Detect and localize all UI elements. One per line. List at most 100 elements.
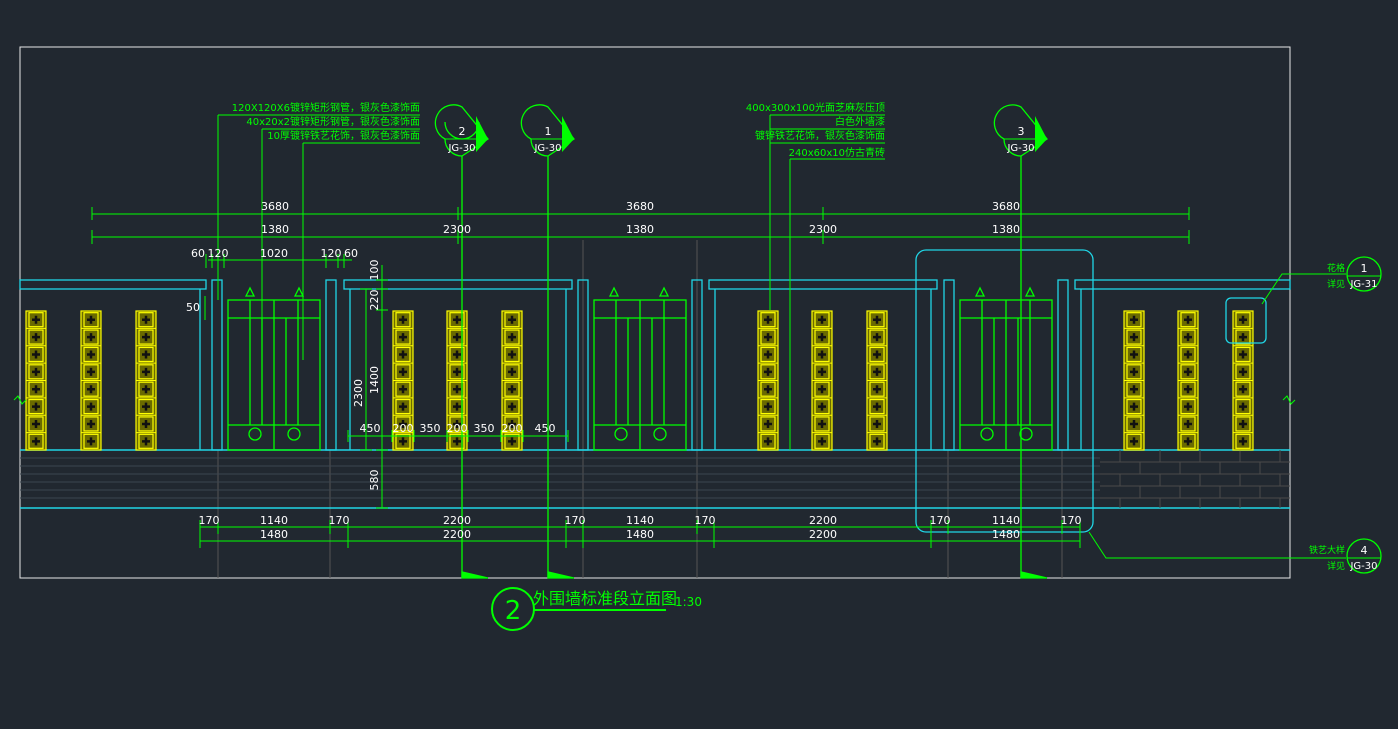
- dim-label: 170: [565, 514, 586, 527]
- dim-label: 2300: [809, 223, 837, 236]
- lattice-panel: [1123, 310, 1145, 451]
- dim-label: 170: [199, 514, 220, 527]
- callout-sub: 详见: [1327, 560, 1345, 572]
- title-scale: 1:30: [675, 595, 702, 609]
- section-marker-number: 1: [545, 125, 552, 138]
- dim-label-580: 580: [368, 470, 381, 491]
- coping-3: [708, 279, 938, 290]
- annotation-coping: 400x300x100光面芝麻灰压顶: [746, 101, 885, 114]
- annotations-left: [217, 114, 420, 360]
- break-marks: [13, 395, 1296, 405]
- annotations-right: [769, 114, 885, 450]
- lattice-panel: [811, 310, 833, 451]
- dim-label: 1480: [260, 528, 288, 541]
- callout-ref: JG-30: [1349, 561, 1377, 572]
- lattice-panel: [80, 310, 102, 451]
- callout-label: 花格: [1327, 262, 1345, 274]
- drawing-frame: [19, 46, 1291, 579]
- gate-3: [959, 286, 1053, 451]
- gate-2: [593, 286, 687, 451]
- dim-label: 1140: [992, 514, 1020, 527]
- lattice-panel: [392, 310, 414, 451]
- callout-label: 铁艺大样: [1309, 544, 1345, 556]
- dim-label: 1380: [626, 223, 654, 236]
- annotation-steel-tube: 120X120X6镀锌矩形钢管，银灰色漆饰面: [232, 101, 420, 114]
- section-marker-number: 2: [459, 125, 466, 138]
- annotation-iron-ornament: 10厚镀锌铁艺花饰，银灰色漆饰面: [267, 129, 420, 142]
- callout-sub: 详见: [1327, 278, 1345, 290]
- section-marker-ref: JG-30: [1006, 143, 1034, 154]
- dim-label: 350: [420, 422, 441, 435]
- dim-label: 1380: [992, 223, 1020, 236]
- dim-label: 1380: [261, 223, 289, 236]
- dim-bottom-row2-labels: 1480 2200 1480 2200 1480: [260, 528, 1020, 541]
- coping-1: [19, 279, 207, 290]
- callout-number: 1: [1361, 262, 1368, 275]
- dim-label: 170: [329, 514, 350, 527]
- dim-label: 120: [208, 247, 229, 260]
- dim-label: 3680: [261, 200, 289, 213]
- dimension-lines-inner: [347, 430, 569, 442]
- lattice-panel: [866, 310, 888, 451]
- dim-bottom-row1-labels: 170 1140 170 2200 170 1140 170 2200 170 …: [199, 514, 1082, 527]
- dimension-lines-left: [204, 265, 388, 509]
- lattice-panel: [1232, 310, 1254, 451]
- highlight-lattice-detail: [1225, 297, 1267, 344]
- dim-label: 450: [535, 422, 556, 435]
- gate-1: [227, 286, 321, 451]
- section-marker-ref: JG-30: [533, 143, 561, 154]
- title-number: 2: [505, 596, 522, 626]
- section-marker-3: 3 JG-30: [993, 104, 1048, 157]
- dim-label-50: 50: [186, 301, 200, 314]
- dim-label: 120: [321, 247, 342, 260]
- dim-label: 200: [502, 422, 523, 435]
- dim-label: 1140: [260, 514, 288, 527]
- gate-posts: [211, 279, 1069, 451]
- section-marker-1: 2 JG-30: [434, 104, 489, 157]
- dim-row1-labels: 3680 3680 3680: [261, 200, 1020, 213]
- dim-label: 170: [930, 514, 951, 527]
- callout-number: 4: [1361, 544, 1368, 557]
- dim-label: 2200: [443, 528, 471, 541]
- dim-label: 1140: [626, 514, 654, 527]
- detail-callout-lattice: 花格 详见 1 JG-31: [1261, 256, 1382, 305]
- lattice-panel: [135, 310, 157, 451]
- dim-label: 60: [344, 247, 358, 260]
- dim-label: 170: [695, 514, 716, 527]
- annotation-paint: 白色外墙漆: [835, 115, 885, 128]
- dimension-lines-top: [91, 207, 1190, 268]
- dim-inner-labels: 450 200 350 200 350 200 450: [360, 422, 556, 435]
- dim-label: 450: [360, 422, 381, 435]
- wall-sections: [19, 279, 1291, 450]
- dim-label: 1480: [992, 528, 1020, 541]
- dim-row3-labels: 60 120 1020 120 60: [191, 247, 358, 260]
- title-text: 外围墙标准段立面图: [533, 589, 677, 608]
- dim-label: 350: [474, 422, 495, 435]
- section-marker-ref: JG-30: [447, 143, 475, 154]
- dim-label-100: 100: [368, 260, 381, 281]
- dim-label: 200: [393, 422, 414, 435]
- dim-label: 2200: [809, 514, 837, 527]
- dim-label: 200: [447, 422, 468, 435]
- dimension-lines-bottom: [199, 520, 1081, 548]
- dim-label: 3680: [626, 200, 654, 213]
- annotation-ornament: 镀锌铁艺花饰，银灰色漆饰面: [755, 129, 885, 142]
- dim-label-2300: 2300: [352, 379, 365, 407]
- lattice-panel: [757, 310, 779, 451]
- dim-label: 170: [1061, 514, 1082, 527]
- lattice-panels: [25, 310, 1254, 451]
- dim-label: 60: [191, 247, 205, 260]
- dim-label: 2200: [809, 528, 837, 541]
- annotation-brick: 240x60x10仿古青砖: [789, 146, 885, 159]
- brick-pattern: [1100, 450, 1290, 508]
- dim-label-220: 220: [368, 290, 381, 311]
- detail-highlights: [915, 249, 1267, 533]
- lattice-panel: [1177, 310, 1199, 451]
- dim-row2-labels: 1380 2300 1380 2300 1380: [261, 223, 1020, 236]
- section-marker-2: 1 JG-30: [520, 104, 575, 157]
- dim-label-1400: 1400: [368, 366, 381, 394]
- drawing-title: 2 外围墙标准段立面图 1:30: [491, 587, 702, 631]
- callout-ref: JG-31: [1349, 279, 1377, 290]
- dim-label: 1020: [260, 247, 288, 260]
